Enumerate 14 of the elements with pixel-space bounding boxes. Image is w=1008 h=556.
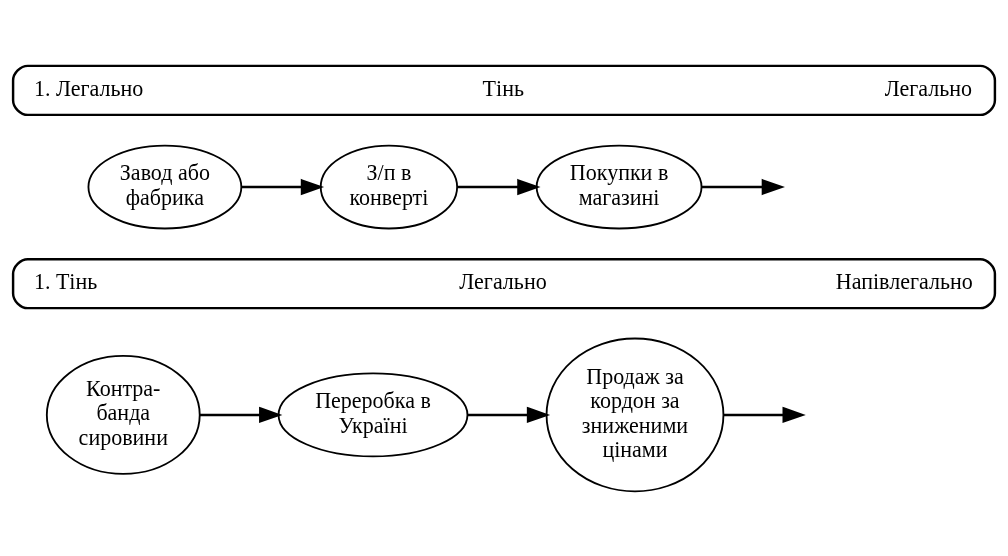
node-ellipse: Переробка в Україні <box>277 372 469 457</box>
node-ellipse: Завод або фабрика <box>87 144 243 229</box>
node-ellipse: Покупки в магазині <box>535 144 703 229</box>
arrow <box>199 406 283 423</box>
node-box: 1. Легально Тінь Легально <box>11 64 997 116</box>
node-ellipse: Контра- банда сировини <box>45 354 201 475</box>
arrow <box>467 406 551 423</box>
arrow <box>457 178 541 195</box>
arrow <box>701 178 785 195</box>
node-ellipse: З/п в конверті <box>319 144 459 229</box>
node-ellipse: Продаж за кордон за зниженими цінами <box>545 337 725 492</box>
arrow <box>723 406 806 423</box>
arrow <box>241 178 325 195</box>
node-box: 1. Тінь Легально Напівлегально <box>11 257 997 309</box>
